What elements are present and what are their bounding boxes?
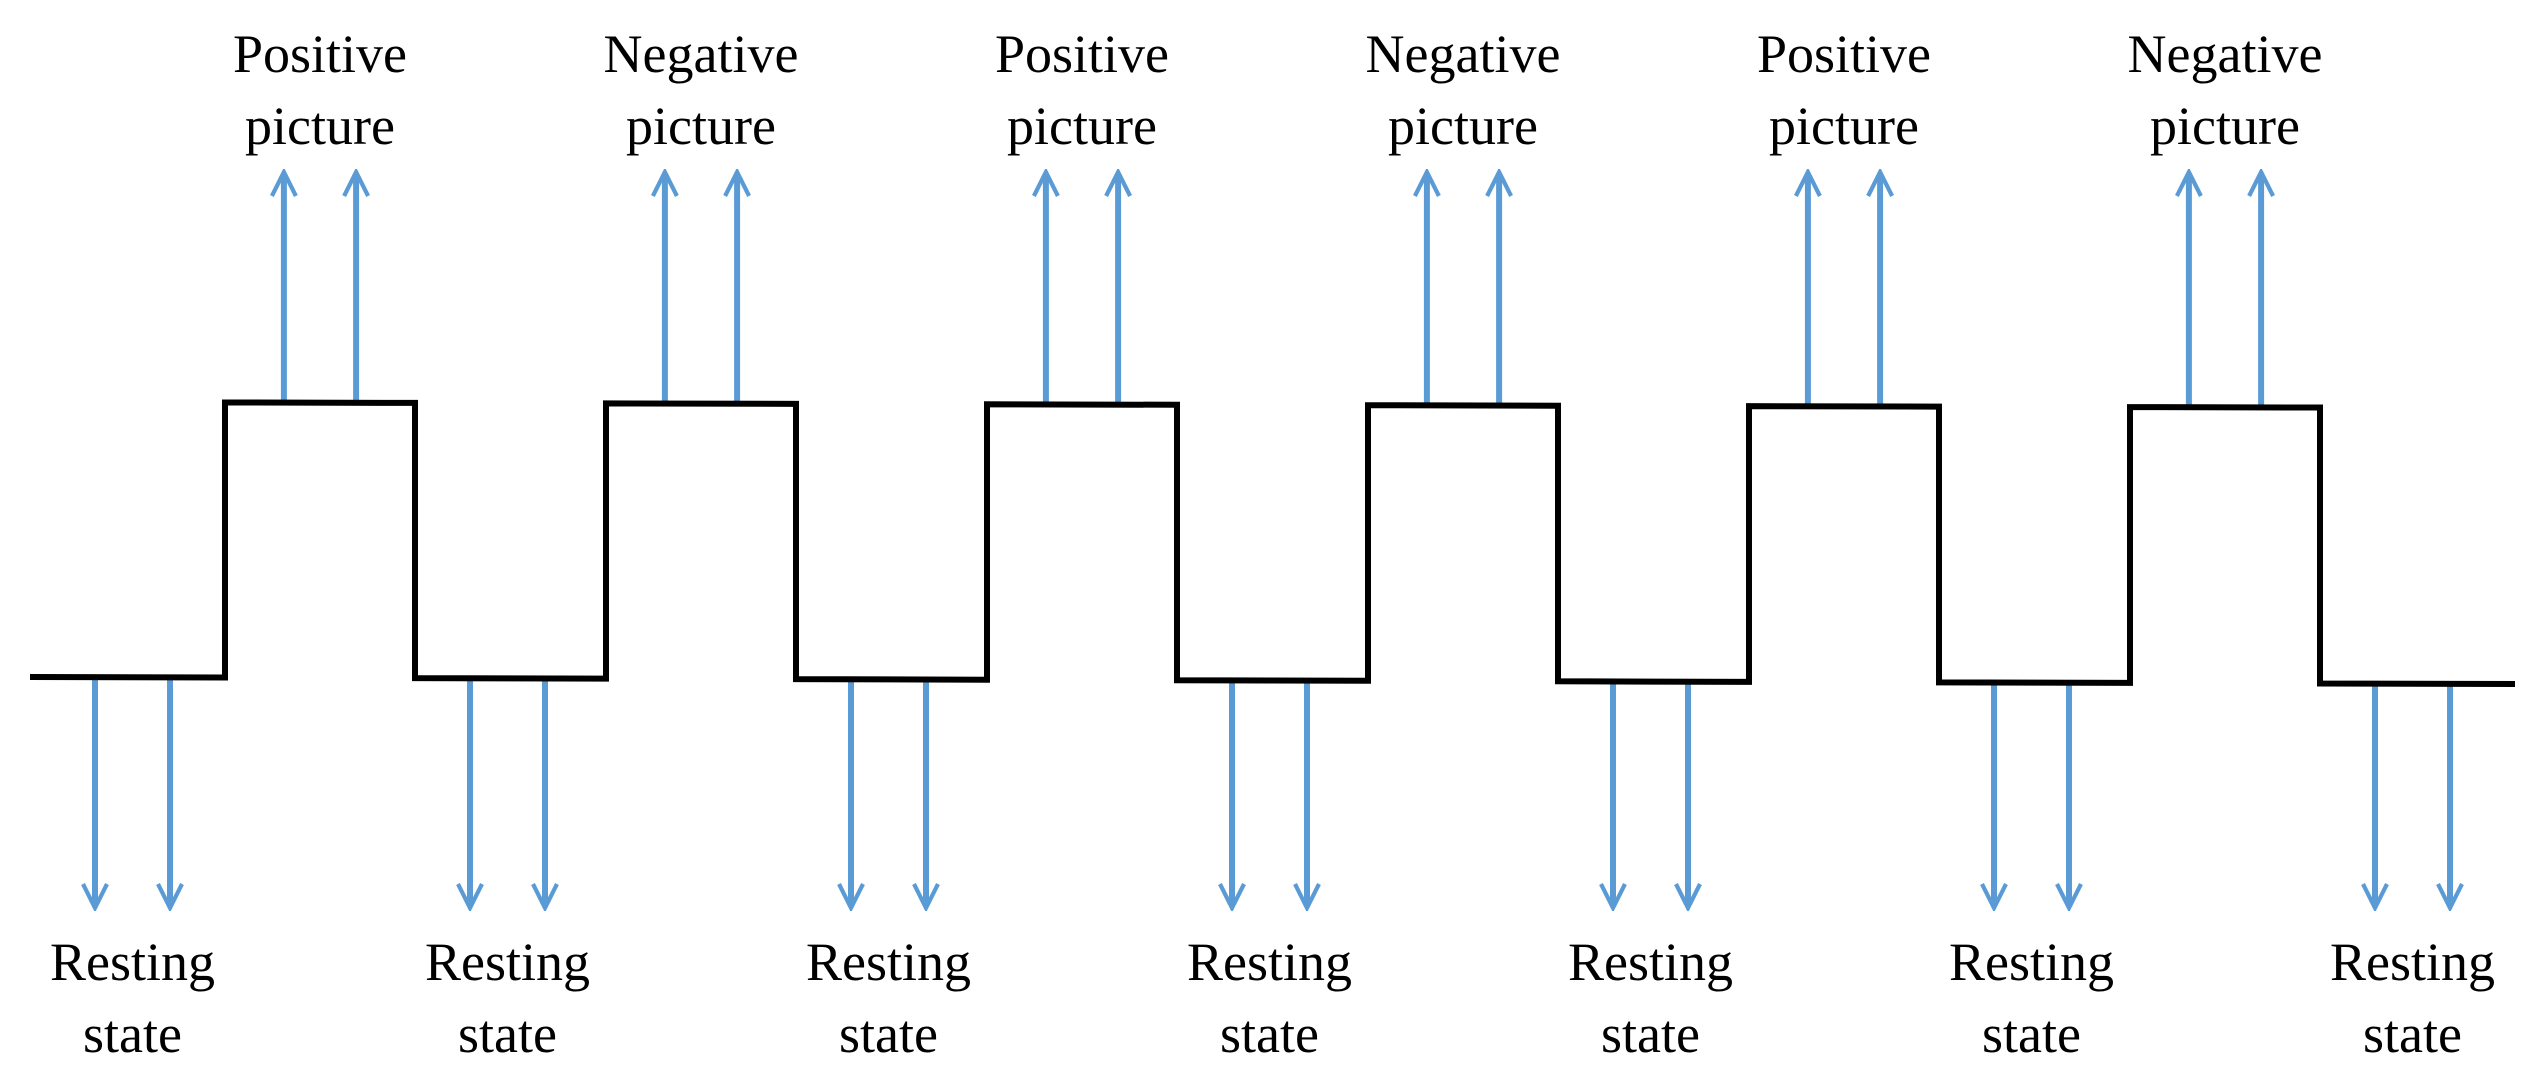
- stimulus-label-9: Positive picture: [1757, 24, 1931, 156]
- label-line: picture: [245, 96, 395, 156]
- label-line: Positive: [995, 24, 1169, 84]
- stimulus-label-11: Negative picture: [2128, 24, 2323, 156]
- resting-label-8: Resting state: [1568, 932, 1733, 1064]
- label-line: Resting: [1568, 932, 1733, 992]
- label-line: Resting: [1187, 932, 1352, 992]
- resting-label-4: Resting state: [806, 932, 971, 1064]
- arrows-layer: [95, 175, 2450, 905]
- resting-label-10: Resting state: [1949, 932, 2114, 1064]
- resting-label-0: Resting state: [50, 932, 215, 1064]
- label-line: state: [1220, 1004, 1319, 1064]
- label-line: state: [1982, 1004, 2081, 1064]
- label-line: state: [839, 1004, 938, 1064]
- stimulus-label-1: Positive picture: [233, 24, 407, 156]
- stimulus-label-7: Negative picture: [1366, 24, 1561, 156]
- label-line: Resting: [425, 932, 590, 992]
- label-line: Resting: [1949, 932, 2114, 992]
- label-line: state: [1601, 1004, 1700, 1064]
- label-line: Negative: [2128, 24, 2323, 84]
- label-line: Resting: [50, 932, 215, 992]
- resting-label-2: Resting state: [425, 932, 590, 1064]
- label-line: Positive: [1757, 24, 1931, 84]
- label-line: Negative: [1366, 24, 1561, 84]
- stimulus-label-5: Positive picture: [995, 24, 1169, 156]
- resting-label-12: Resting state: [2330, 932, 2495, 1064]
- resting-label-6: Resting state: [1187, 932, 1352, 1064]
- stimulus-label-3: Negative picture: [604, 24, 799, 156]
- label-line: state: [83, 1004, 182, 1064]
- label-line: Negative: [604, 24, 799, 84]
- block-waveform: [29, 399, 2516, 688]
- label-line: Resting: [806, 932, 971, 992]
- label-line: state: [458, 1004, 557, 1064]
- label-line: Positive: [233, 24, 407, 84]
- label-line: Resting: [2330, 932, 2495, 992]
- label-line: picture: [1769, 96, 1919, 156]
- label-line: picture: [2150, 96, 2300, 156]
- label-line: picture: [1007, 96, 1157, 156]
- label-line: state: [2363, 1004, 2462, 1064]
- label-line: picture: [626, 96, 776, 156]
- label-line: picture: [1388, 96, 1538, 156]
